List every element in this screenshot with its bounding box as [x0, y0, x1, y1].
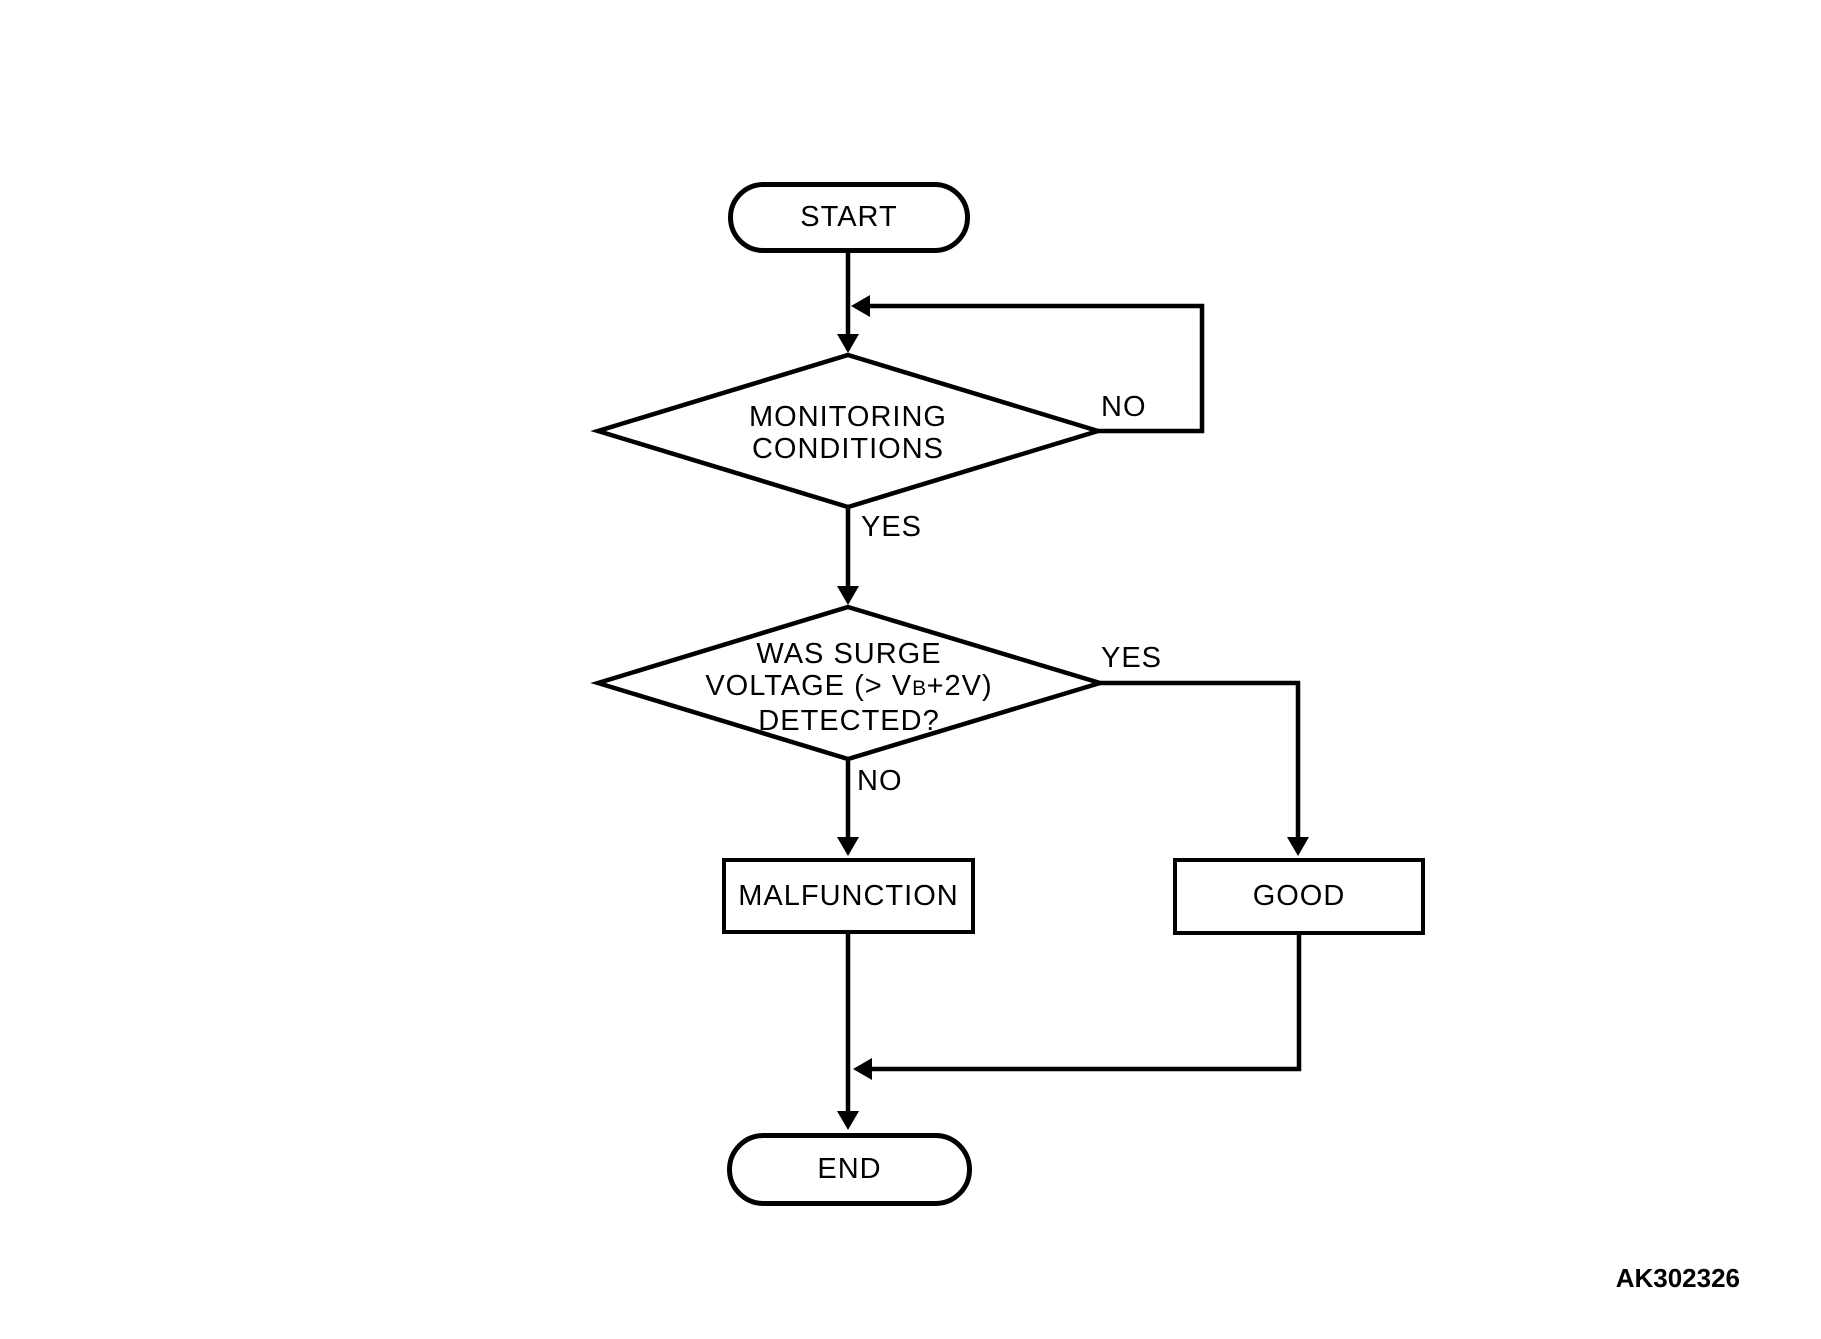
malfunction-box: MALFUNCTION: [722, 858, 975, 934]
arrowhead-into-malfunction: [837, 837, 859, 856]
edge-label-surge-yes: YES: [1101, 642, 1163, 674]
surge-decision-text: WAS SURGE VOLTAGE (> VB+2V) DETECTED?: [598, 638, 1100, 737]
good-box: GOOD: [1173, 858, 1425, 935]
edge-label-monitoring-no: NO: [1101, 391, 1147, 423]
surge-line2-subscript: B: [912, 677, 927, 700]
arrowhead-into-end: [837, 1111, 859, 1130]
edge-label-monitoring-yes: YES: [861, 511, 923, 543]
edge-surge-yes-to-good: [1100, 680, 1301, 852]
end-node: END: [727, 1133, 972, 1206]
edge-label-surge-no: NO: [857, 765, 903, 797]
start-node: START: [728, 182, 970, 253]
arrowhead-into-monitoring: [837, 334, 859, 353]
figure-code: AK302326: [1615, 1263, 1740, 1293]
surge-line2-suffix: +2V): [926, 670, 993, 702]
surge-line2: VOLTAGE (> VB+2V): [598, 670, 1100, 705]
arrowhead-no-loop-merge: [851, 295, 870, 317]
surge-decision-diamond: [590, 604, 1108, 762]
malfunction-label: MALFUNCTION: [738, 879, 959, 912]
arrowhead-into-surge: [837, 586, 859, 605]
arrowhead-into-good: [1287, 837, 1309, 856]
monitoring-decision-text: MONITORING CONDITIONS: [598, 401, 1098, 465]
start-label: START: [800, 201, 898, 233]
monitoring-decision-diamond: [590, 352, 1106, 510]
edge-good-merge-to-end: [859, 933, 1302, 1072]
end-label: END: [817, 1153, 882, 1185]
surge-line2-prefix: VOLTAGE (> V: [705, 670, 913, 702]
surge-line3: DETECTED?: [758, 705, 940, 737]
arrowhead-good-merge: [853, 1058, 872, 1080]
monitoring-line1: MONITORING: [749, 401, 947, 433]
surge-line1: WAS SURGE: [756, 638, 942, 670]
good-label: GOOD: [1252, 880, 1346, 912]
edge-monitoring-no-loop: [858, 303, 1205, 434]
monitoring-line2: CONDITIONS: [751, 433, 945, 465]
